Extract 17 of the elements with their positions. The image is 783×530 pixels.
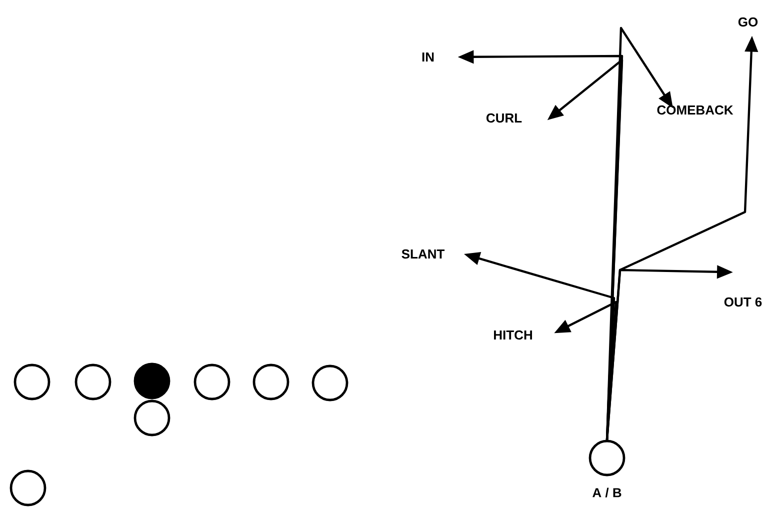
player-circle bbox=[588, 440, 626, 476]
route-label: HITCH bbox=[494, 330, 532, 340]
center-dot bbox=[134, 362, 170, 400]
player-circle bbox=[74, 364, 112, 400]
player-circle bbox=[312, 364, 348, 402]
player-label: A / B bbox=[592, 488, 622, 498]
player-circle bbox=[252, 364, 290, 400]
route-label: CURL bbox=[486, 113, 522, 123]
route-label: IN bbox=[422, 52, 434, 62]
route-label: GO bbox=[738, 17, 758, 27]
player-circle bbox=[194, 364, 230, 400]
route-label: SLANT bbox=[402, 249, 445, 259]
player-circle bbox=[134, 400, 170, 436]
player-circle bbox=[10, 470, 46, 506]
route-label: OUT 6 bbox=[724, 297, 762, 307]
player-circle bbox=[14, 364, 50, 400]
route-label: COMEBACK bbox=[657, 105, 734, 115]
